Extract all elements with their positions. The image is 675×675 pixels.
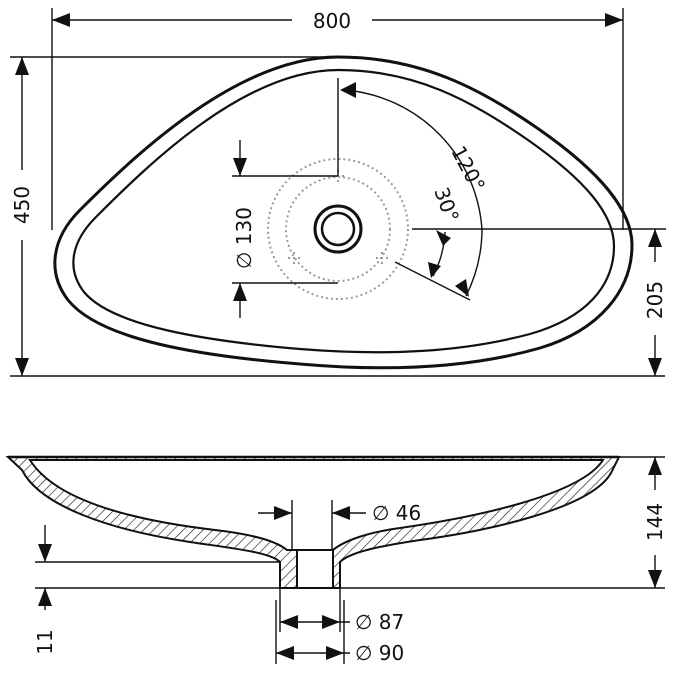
side-view: 144 11 ∅ 46 ∅ 87 ∅ 90 [5,455,667,665]
top-view: 800 450 205 120° 30° ∅ 130 [10,8,667,377]
drain-outer-ring [313,204,363,254]
height-arrow-top [15,57,29,75]
width-arrow-right [605,13,623,27]
angle-arrow-120-start [340,82,356,98]
drain-channel [296,549,334,589]
angle-arc-120 [344,89,483,297]
side-height-arrow-top [648,457,662,475]
offset-arrow-bottom [648,358,662,376]
dia87-arrow-right [322,615,340,629]
drain-dia-arrow-bottom [233,283,247,301]
angle-arrow-30-end [428,262,441,278]
width-label: 800 [313,9,351,33]
dia87-arrow-left [280,615,298,629]
base-height-label: 11 [33,629,57,654]
base-arrow-top [38,544,52,562]
dia46-arrow-right [332,506,350,520]
dia46-arrow-left [274,506,292,520]
base-arrow-bottom [38,588,52,606]
dotted-cross-right [376,252,388,264]
offset-arrow-top [648,229,662,247]
dia90-arrow-left [276,646,294,660]
dia87-label: ∅ 87 [355,610,404,634]
angle-ray-30 [394,261,471,301]
offset-label: 205 [643,281,667,319]
angle-arrow-120-end [455,279,469,297]
drain-dia-label: ∅ 130 [232,207,256,269]
side-height-arrow-bottom [648,570,662,588]
dotted-cross-left [288,252,300,264]
drain-dia-arrow-top [233,158,247,176]
dia90-arrow-right [326,646,344,660]
dotted-circle-inner [285,176,391,282]
angle-label-30: 30° [429,184,464,226]
drain-inner-ring [320,211,356,247]
dia90-label: ∅ 90 [355,641,404,665]
dotted-circle-outer [267,158,409,300]
width-arrow-left [52,13,70,27]
dia46-label: ∅ 46 [372,501,421,525]
basin-outer-outline [53,55,634,370]
angle-arrow-30-start [436,230,451,246]
side-height-label: 144 [643,503,667,541]
height-label: 450 [10,186,34,224]
height-arrow-bottom [15,358,29,376]
basin-inner-surface [28,459,605,551]
basin-inner-outline [72,68,616,354]
